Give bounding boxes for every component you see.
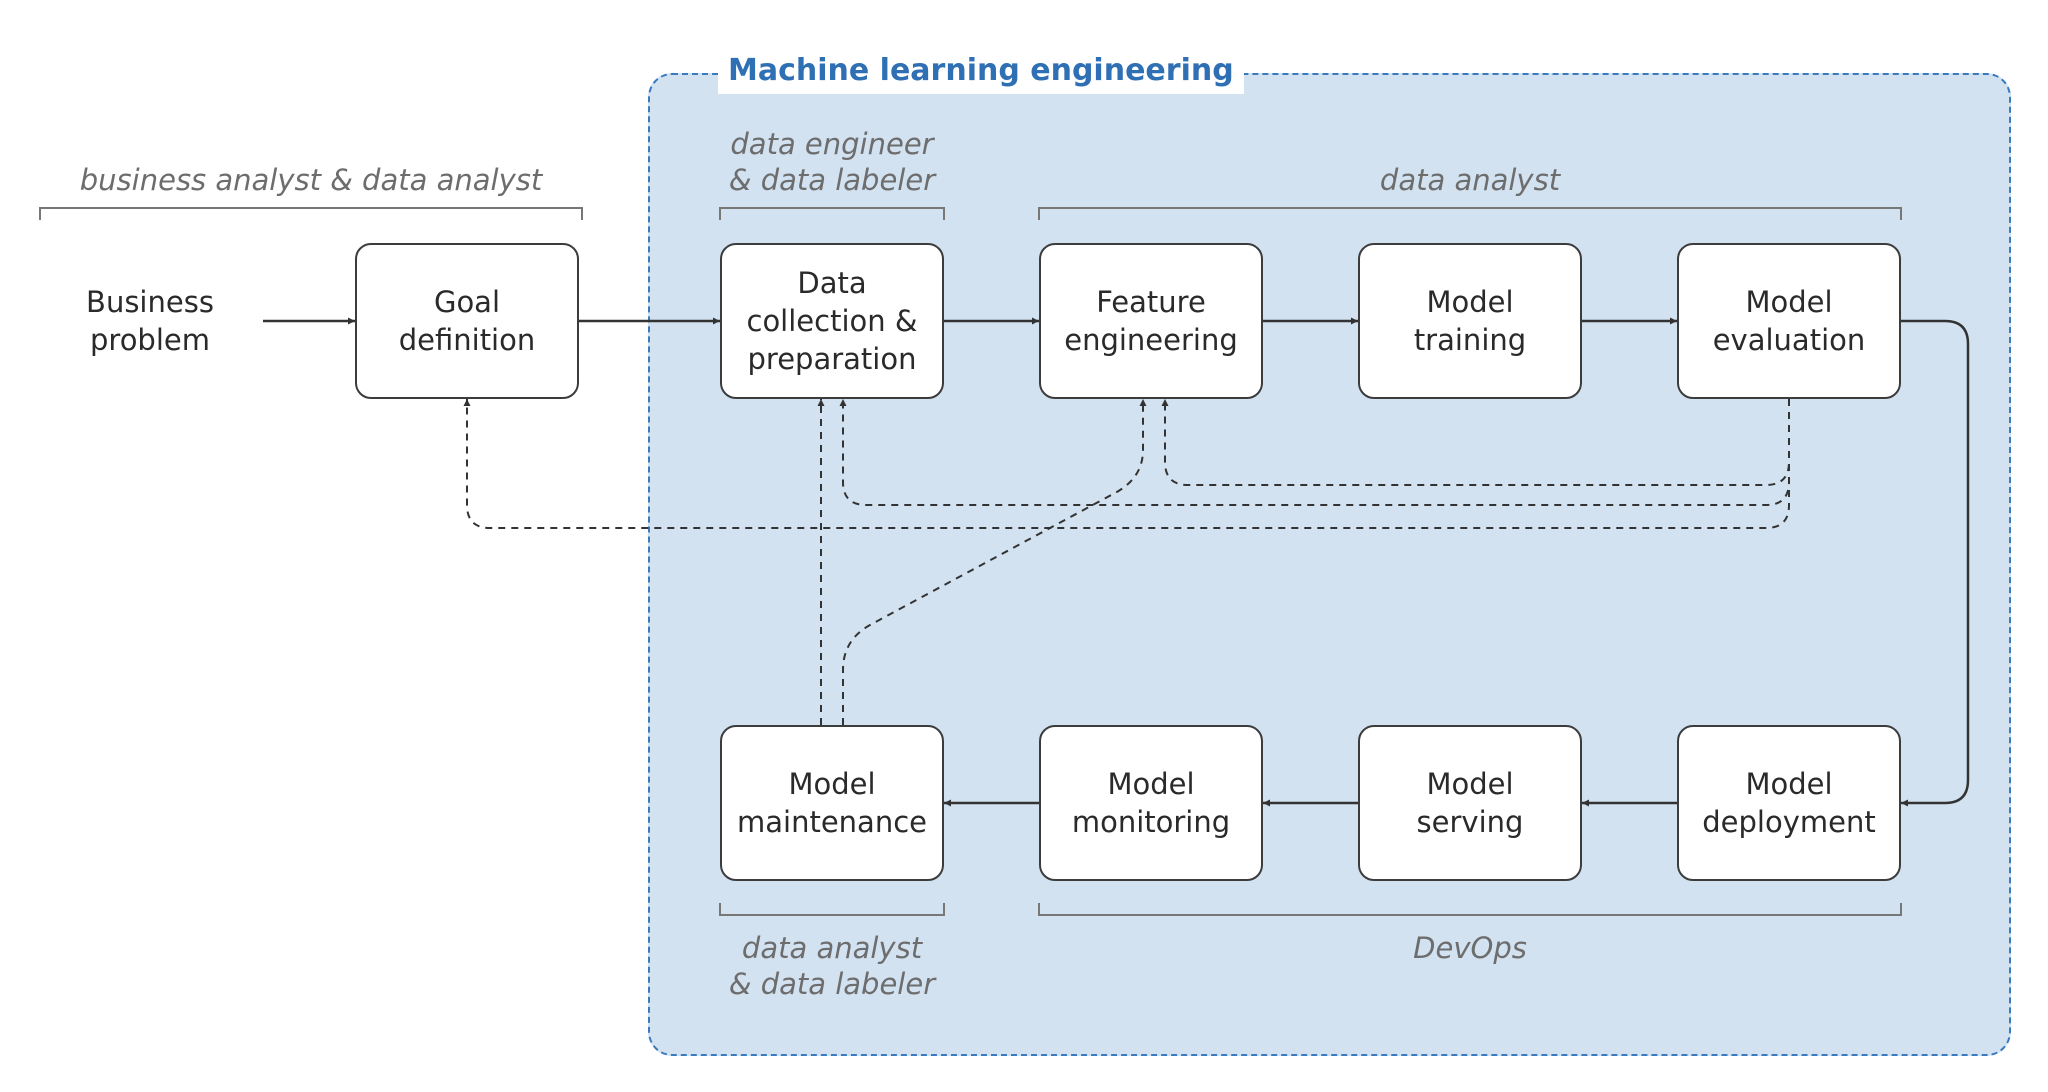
feedback-evaluation-to-goal [463,399,1790,529]
node-goal-definition: Goal definition [355,243,579,399]
bracket-data-analyst-top [1038,207,1902,220]
node-model-deployment: Model deployment [1677,725,1901,881]
role-data-analyst-labeler: data analyst & data labeler [728,931,936,1001]
feedback-evaluation-to-data [839,399,1790,506]
node-model-training: Model training [1358,243,1582,399]
arrow-evaluation-to-deployment [1901,319,1970,807]
feedback-maintenance-to-feature [842,399,1147,725]
node-model-evaluation: Model evaluation [1677,243,1901,399]
role-data-analyst: data analyst [1379,163,1561,197]
business-problem-label: Business problem [86,285,214,357]
role-business-analyst: business analyst & data analyst [79,163,543,197]
node-model-maintenance: Model maintenance [720,725,944,881]
ml-engineering-title: Machine learning engineering [718,48,1244,94]
node-feature-engineering: Feature engineering [1039,243,1263,399]
bracket-business [39,207,583,220]
ml-engineering-region [648,73,2011,1056]
bracket-data-engineer [719,207,945,220]
bracket-devops [1038,903,1902,916]
feedback-evaluation-to-feature [1161,399,1790,486]
bracket-data-analyst-bottom [719,903,945,916]
node-data-collection: Data collection & preparation [720,243,944,399]
node-model-monitoring: Model monitoring [1039,725,1263,881]
role-data-engineer: data engineer & data labeler [728,127,936,197]
role-devops: DevOps [1413,931,1527,965]
node-model-serving: Model serving [1358,725,1582,881]
